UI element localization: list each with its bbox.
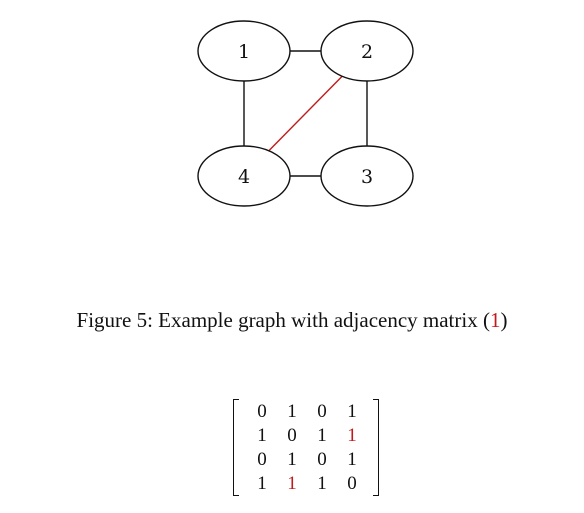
node-1-ellipse — [197, 20, 291, 82]
node-1: 1 — [197, 20, 291, 82]
matrix-cell-r4-c3: 1 — [317, 473, 327, 494]
matrix-cell-r3-c2: 1 — [287, 449, 297, 470]
node-3: 3 — [320, 145, 414, 207]
matrix-cell-r4-c2: 1 — [287, 473, 297, 494]
node-4: 4 — [197, 145, 291, 207]
matrix-right-bracket — [373, 399, 379, 496]
matrix-left-bracket — [233, 399, 239, 496]
graph-diagram: 1 2 3 4 — [197, 20, 414, 207]
figure-caption: Figure 5: Example graph with adjacency m… — [0, 308, 584, 333]
graph-edges — [243, 50, 368, 177]
matrix-cell-r1-c2: 1 — [287, 401, 297, 422]
edge-2-4 — [268, 75, 343, 152]
node-2-label: 2 — [361, 41, 373, 63]
matrix-cell-r2-c1: 1 — [257, 425, 267, 446]
matrix-cell-r2-c4: 1 — [347, 425, 357, 446]
matrix-cell-r2-c2: 0 — [287, 425, 297, 446]
caption-text: Figure 5: Example graph with adjacency m… — [76, 308, 490, 332]
node-4-ellipse — [197, 145, 291, 207]
node-4-label: 4 — [238, 166, 250, 188]
matrix-cell-r3-c1: 0 — [257, 449, 267, 470]
node-2-ellipse — [320, 20, 414, 82]
node-3-label: 3 — [361, 166, 373, 188]
matrix-cell-r4-c1: 1 — [257, 473, 267, 494]
node-3-ellipse — [320, 145, 414, 207]
node-1-label: 1 — [238, 41, 250, 63]
matrix-cell-r4-c4: 0 — [347, 473, 357, 494]
caption-equation-reference[interactable]: 1 — [489, 308, 501, 332]
caption-closing-paren: ) — [500, 308, 508, 332]
matrix-cell-r2-c3: 1 — [317, 425, 327, 446]
matrix-cell-r1-c3: 0 — [317, 401, 327, 422]
matrix-cell-r1-c4: 1 — [347, 401, 357, 422]
matrix-cell-r3-c4: 1 — [347, 449, 357, 470]
node-2: 2 — [320, 20, 414, 82]
graph-nodes: 1 2 3 4 — [197, 20, 414, 207]
matrix-cell-r3-c3: 0 — [317, 449, 327, 470]
matrix-cell-r1-c1: 0 — [257, 401, 267, 422]
